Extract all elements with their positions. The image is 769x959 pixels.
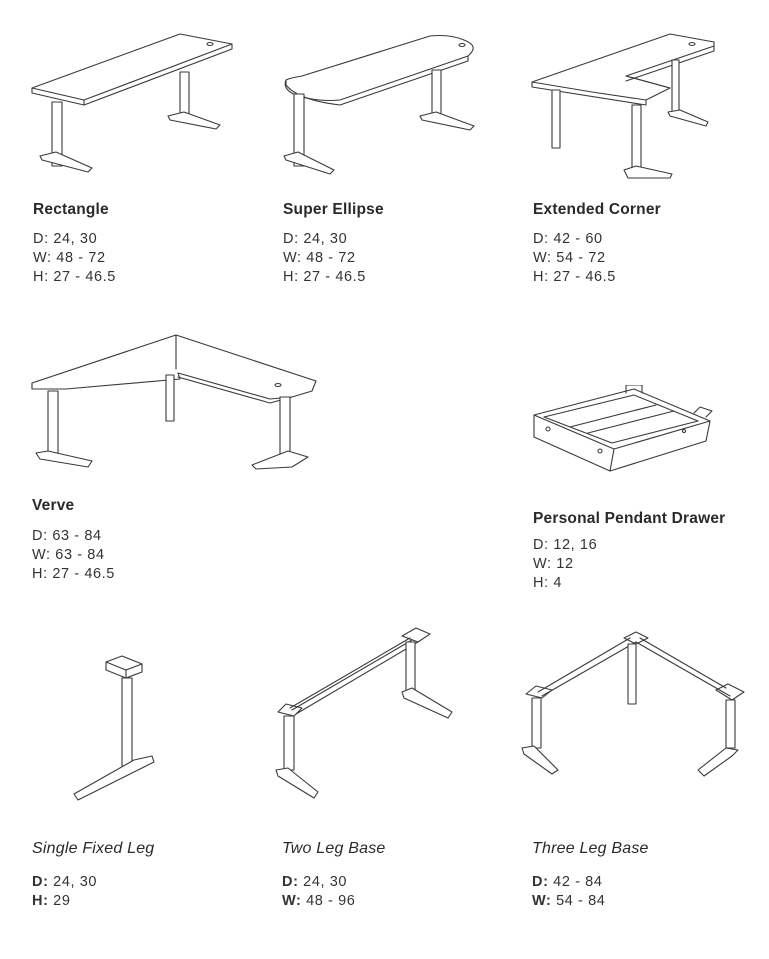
spec-label: W: bbox=[532, 893, 552, 909]
two-leg-base-illustration bbox=[272, 624, 472, 809]
spec-row: D: 42 - 84 bbox=[532, 873, 605, 892]
spec-depth: D: 42 - 60 bbox=[533, 231, 603, 247]
base-specs: D: 24, 30 H: 29 bbox=[32, 873, 97, 911]
spec-height: H: 4 bbox=[533, 575, 562, 591]
product-title: Verve bbox=[32, 497, 75, 514]
spec-width: W: 54 - 72 bbox=[533, 250, 606, 266]
spec-label: D: bbox=[532, 874, 549, 890]
spec-height: H: 27 - 46.5 bbox=[33, 269, 116, 285]
super-ellipse-desk-illustration bbox=[280, 30, 490, 185]
single-fixed-leg-illustration bbox=[30, 648, 170, 808]
base-specs: D: 24, 30 W: 48 - 96 bbox=[282, 873, 355, 911]
pendant-drawer-illustration bbox=[530, 385, 720, 480]
product-specs: D: 42 - 60 W: 54 - 72 H: 27 - 46.5 bbox=[533, 230, 616, 287]
base-title: Two Leg Base bbox=[282, 840, 386, 857]
spec-width: W: 12 bbox=[533, 556, 574, 572]
spec-value: 24, 30 bbox=[303, 874, 348, 890]
spec-height: H: 27 - 46.5 bbox=[533, 269, 616, 285]
product-specs: D: 24, 30 W: 48 - 72 H: 27 - 46.5 bbox=[283, 230, 366, 287]
product-specs: D: 24, 30 W: 48 - 72 H: 27 - 46.5 bbox=[33, 230, 116, 287]
base-specs: D: 42 - 84 W: 54 - 84 bbox=[532, 873, 605, 911]
spec-value: 48 - 96 bbox=[306, 893, 356, 909]
spec-row: D: 24, 30 bbox=[282, 873, 355, 892]
product-title: Personal Pendant Drawer bbox=[533, 510, 726, 527]
spec-height: H: 27 - 46.5 bbox=[283, 269, 366, 285]
spec-label: D: bbox=[32, 874, 49, 890]
spec-label: D: bbox=[282, 874, 299, 890]
product-title: Extended Corner bbox=[533, 201, 661, 218]
verve-desk-illustration bbox=[30, 333, 320, 478]
spec-label: H: bbox=[32, 893, 49, 909]
product-title: Super Ellipse bbox=[283, 201, 384, 218]
spec-depth: D: 24, 30 bbox=[33, 231, 98, 247]
base-title: Three Leg Base bbox=[532, 840, 649, 857]
product-specs: D: 63 - 84 W: 63 - 84 H: 27 - 46.5 bbox=[32, 527, 115, 584]
spec-depth: D: 63 - 84 bbox=[32, 528, 102, 544]
spec-label: W: bbox=[282, 893, 302, 909]
three-leg-base-illustration bbox=[520, 630, 750, 790]
spec-depth: D: 12, 16 bbox=[533, 537, 598, 553]
extended-corner-desk-illustration bbox=[530, 30, 720, 190]
spec-width: W: 63 - 84 bbox=[32, 547, 105, 563]
spec-width: W: 48 - 72 bbox=[33, 250, 106, 266]
product-specs: D: 12, 16 W: 12 H: 4 bbox=[533, 536, 597, 593]
spec-value: 24, 30 bbox=[53, 874, 98, 890]
spec-value: 42 - 84 bbox=[553, 874, 603, 890]
spec-value: 29 bbox=[53, 893, 71, 909]
base-title: Single Fixed Leg bbox=[32, 840, 155, 857]
spec-width: W: 48 - 72 bbox=[283, 250, 356, 266]
product-title: Rectangle bbox=[33, 201, 109, 218]
spec-row: W: 54 - 84 bbox=[532, 892, 605, 911]
spec-row: D: 24, 30 bbox=[32, 873, 97, 892]
spec-height: H: 27 - 46.5 bbox=[32, 566, 115, 582]
rectangle-desk-illustration bbox=[30, 30, 240, 180]
spec-row: H: 29 bbox=[32, 892, 97, 911]
spec-depth: D: 24, 30 bbox=[283, 231, 348, 247]
spec-row: W: 48 - 96 bbox=[282, 892, 355, 911]
spec-value: 54 - 84 bbox=[556, 893, 606, 909]
